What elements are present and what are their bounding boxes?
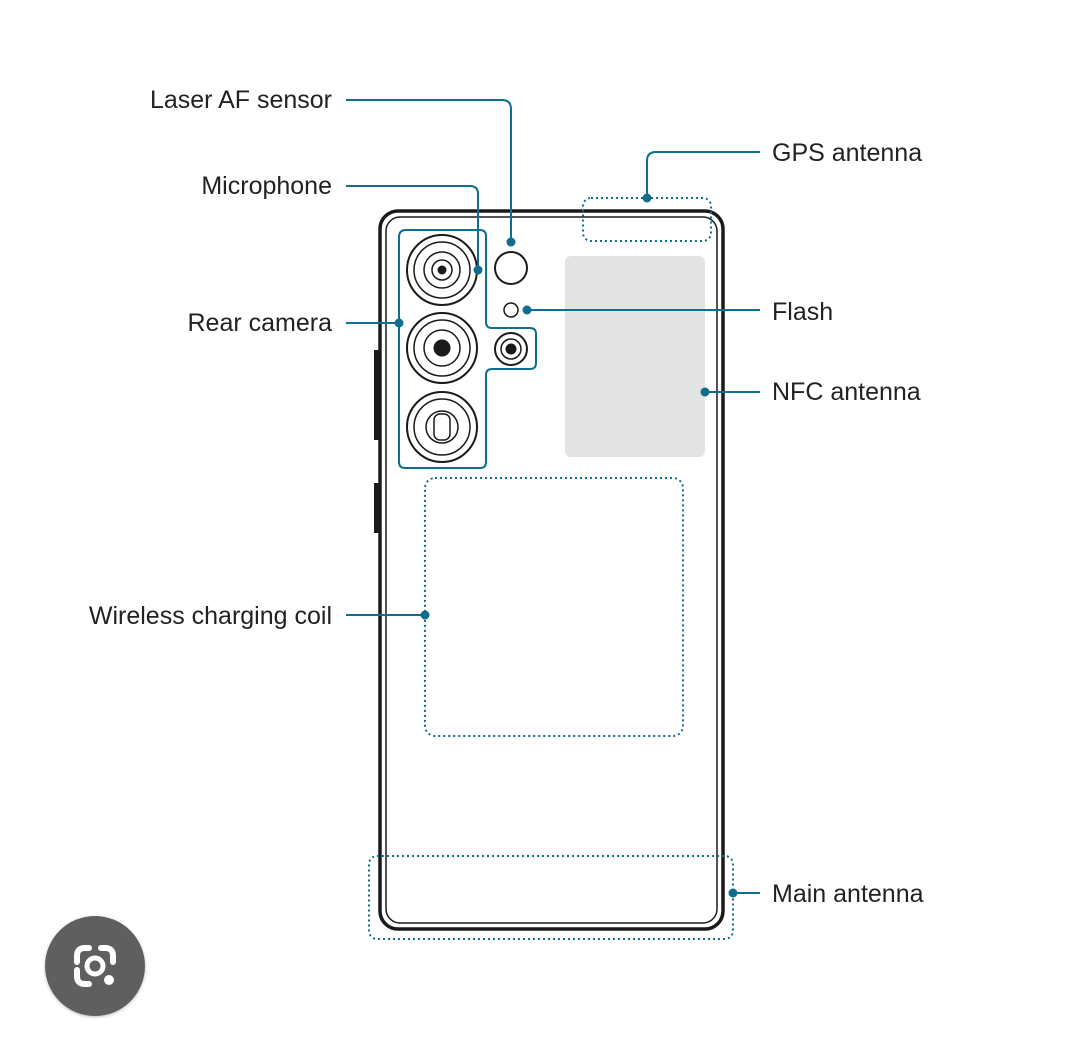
google-lens-button[interactable] — [45, 916, 145, 1016]
leader-dot-flash — [522, 305, 532, 315]
leader-dot-laser-af — [506, 237, 516, 247]
leader-dot-rear-camera — [394, 318, 404, 328]
label-flash: Flash — [772, 298, 833, 326]
phone-body — [378, 209, 725, 931]
google-lens-icon — [74, 945, 116, 987]
laser-af-sensor — [494, 251, 528, 285]
camera-lens-small — [494, 332, 528, 366]
side-button — [374, 483, 380, 533]
volume-button — [374, 350, 380, 440]
camera-lens-top — [406, 234, 478, 306]
gps-antenna-area — [582, 197, 712, 242]
label-rear-camera: Rear camera — [188, 309, 333, 337]
leader-dot-microphone — [473, 265, 483, 275]
label-wireless-charging-coil: Wireless charging coil — [89, 602, 332, 630]
label-laser-af-sensor: Laser AF sensor — [150, 86, 332, 114]
camera-lens-middle — [406, 312, 478, 384]
flash — [503, 302, 519, 318]
leader-dot-wireless-coil — [420, 610, 430, 620]
leader-dot-gps — [642, 193, 652, 203]
camera-island — [398, 229, 537, 469]
label-nfc-antenna: NFC antenna — [772, 378, 921, 406]
label-main-antenna: Main antenna — [772, 880, 924, 908]
leader-dot-nfc — [700, 387, 710, 397]
main-antenna-area — [368, 855, 734, 940]
nfc-antenna-area — [565, 256, 705, 457]
camera-lens-periscope — [406, 391, 478, 463]
wireless-charging-coil-area — [424, 477, 684, 737]
label-gps-antenna: GPS antenna — [772, 139, 922, 167]
leader-dot-main-antenna — [728, 888, 738, 898]
leader-gps-antenna — [646, 151, 760, 198]
label-microphone: Microphone — [201, 172, 332, 200]
leader-microphone — [346, 185, 479, 270]
leader-laser-af-sensor — [346, 99, 512, 242]
